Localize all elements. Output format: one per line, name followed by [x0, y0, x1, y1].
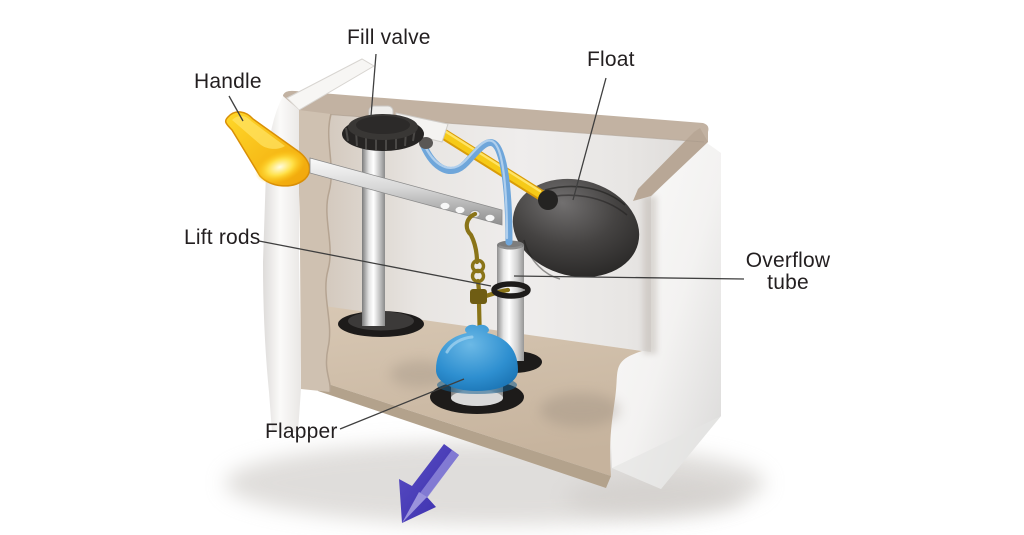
- fill-valve-label: Fill valve: [347, 26, 431, 49]
- flush-arrow: [399, 444, 459, 523]
- front-wall-cut-edge: [286, 58, 375, 111]
- float-leader-line: [572, 77, 607, 201]
- handle-label: Handle: [194, 70, 262, 93]
- fill-valve-cap: [342, 105, 449, 151]
- refill-tube: [419, 139, 523, 250]
- tank-right-wall: [608, 138, 721, 489]
- handle-leader-line: [228, 95, 244, 122]
- flapper-label: Flapper: [265, 420, 338, 443]
- tank-left-wall-cut-edge: [299, 110, 332, 392]
- flapper: [430, 324, 524, 414]
- tank-back-wall: [296, 110, 705, 354]
- overflow-tube-leader-line: [513, 275, 745, 280]
- handle-lever: [224, 111, 311, 187]
- overflow-tube-clamp: [491, 281, 531, 299]
- lift-rods-label: Lift rods: [184, 226, 261, 249]
- flapper-leader-line: [339, 378, 465, 430]
- fill-valve-leader-line: [370, 53, 377, 117]
- float-arm: [431, 124, 558, 210]
- overflow-tube-label: Overflow tube: [745, 249, 831, 295]
- lift-rods-leader-line: [258, 240, 492, 287]
- float-label: Float: [587, 48, 635, 71]
- trip-lever-arm: [309, 157, 503, 226]
